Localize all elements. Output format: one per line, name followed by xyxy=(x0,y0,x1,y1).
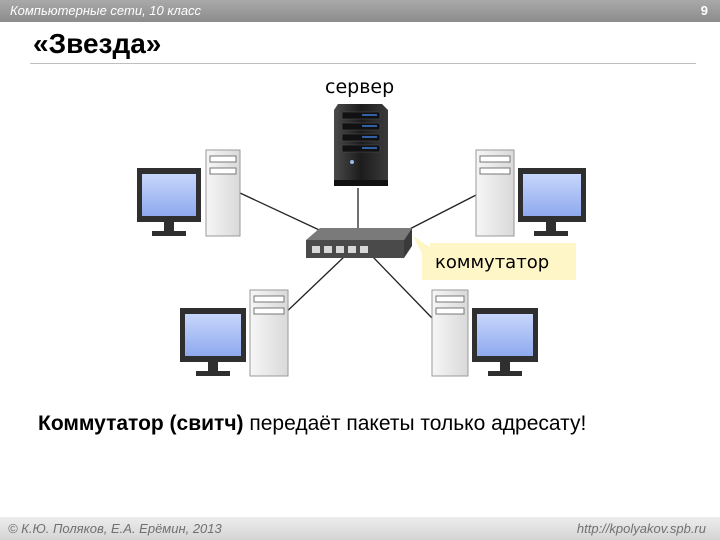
statement-rest: передаёт пакеты только адресату! xyxy=(243,412,587,435)
slide-title: «Звезда» xyxy=(33,28,162,59)
switch-icon xyxy=(306,228,412,258)
course-title: Компьютерные сети, 10 класс xyxy=(10,3,202,18)
workstation-icon xyxy=(475,149,586,237)
link-bottom-right xyxy=(371,255,433,319)
workstation-icon xyxy=(431,289,538,377)
switch-callout: коммутатор xyxy=(413,236,576,280)
workstation-icon xyxy=(180,289,289,377)
switch-term: Коммутатор (свитч) xyxy=(38,412,244,435)
switch-statement: Коммутатор (свитч) передаёт пакеты тольк… xyxy=(38,412,586,436)
page-number: 9 xyxy=(700,3,708,18)
title-divider xyxy=(30,63,696,64)
link-bottom-left xyxy=(279,255,346,319)
header-bar: Компьютерные сети, 10 класс 9 xyxy=(0,0,720,22)
network-links xyxy=(239,188,481,319)
switch-label: коммутатор xyxy=(435,252,549,273)
workstation-icon xyxy=(137,149,241,237)
footer-bar: © К.Ю. Поляков, Е.А. Ерёмин, 2013 http:/… xyxy=(0,517,720,540)
server-label: сервер xyxy=(325,76,395,98)
link-top-left xyxy=(239,192,331,236)
copyright-text: © К.Ю. Поляков, Е.А. Ерёмин, 2013 xyxy=(8,521,222,536)
site-url: http://kpolyakov.spb.ru xyxy=(576,521,706,536)
server-icon xyxy=(334,104,388,186)
